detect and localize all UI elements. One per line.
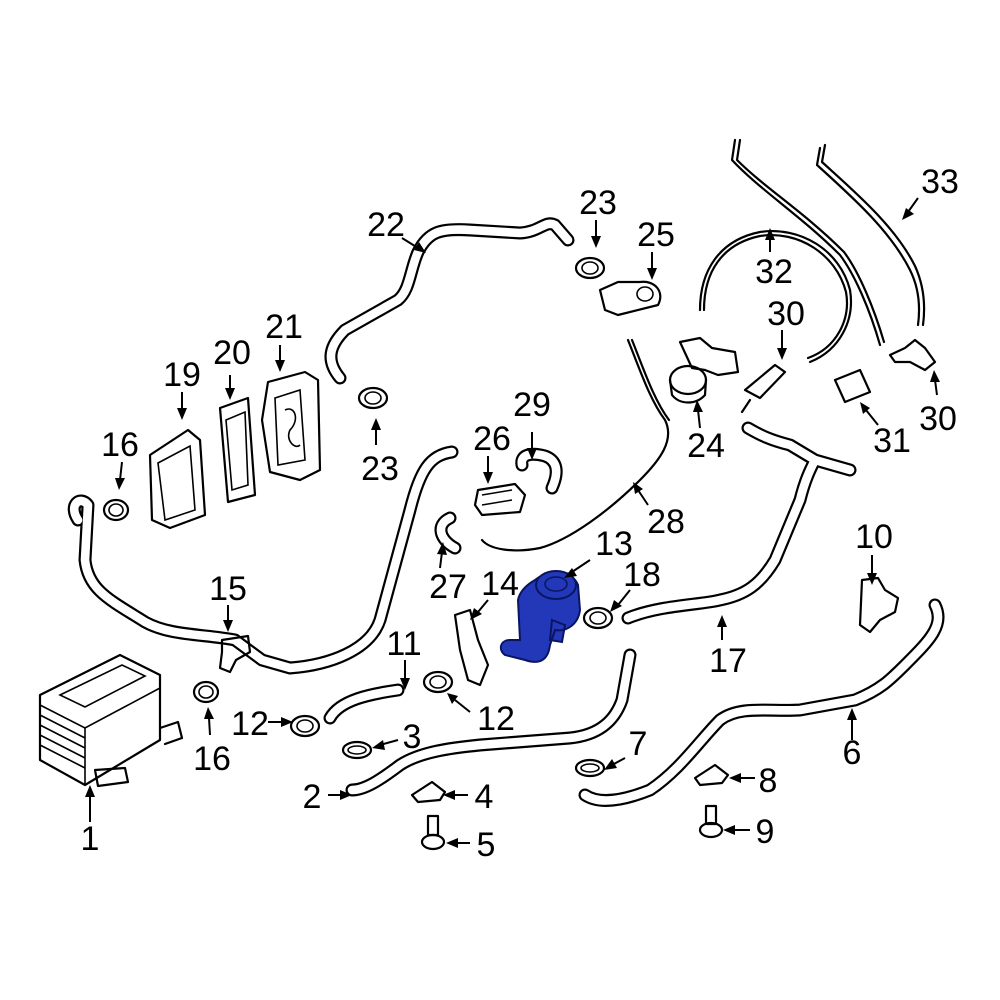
hose-15 <box>67 445 459 675</box>
clamp-23b <box>357 386 389 410</box>
callout-14: 14 <box>481 565 519 603</box>
seal-7 <box>574 758 606 778</box>
clamp-16b <box>192 680 220 704</box>
clip-4 <box>410 780 447 804</box>
gasket-20 <box>218 396 257 504</box>
callout-23a: 23 <box>579 184 617 222</box>
callout-11: 11 <box>386 625 421 663</box>
hoses <box>67 138 945 807</box>
callout-26: 26 <box>473 420 511 458</box>
callout-5: 5 <box>477 826 496 864</box>
callout-13: 13 <box>595 525 633 563</box>
tee-15 <box>218 634 252 674</box>
plate-19 <box>148 428 207 530</box>
hose-17 <box>621 421 857 625</box>
line-28 <box>480 338 670 552</box>
callout-15: 15 <box>209 570 247 608</box>
callout-10: 10 <box>855 518 893 556</box>
callout-12b: 12 <box>477 700 515 738</box>
valve-26 <box>473 482 527 517</box>
line-33 <box>730 138 882 347</box>
callout-4: 4 <box>475 778 494 816</box>
callout-30a: 30 <box>767 295 805 333</box>
callout-6: 6 <box>843 734 862 772</box>
bolt-9 <box>698 804 724 839</box>
callout-27: 27 <box>429 568 467 606</box>
clamp-12a <box>289 714 321 738</box>
sensor-31 <box>833 368 872 404</box>
clamp-16a <box>102 498 130 522</box>
seal-3 <box>341 740 373 760</box>
hose-7 <box>578 598 945 807</box>
connector-30b <box>888 338 937 372</box>
bolt-5 <box>420 814 446 851</box>
callout-29: 29 <box>513 386 551 424</box>
line-32 <box>698 230 853 364</box>
callout-20: 20 <box>213 334 251 372</box>
connector-30a <box>740 363 787 414</box>
bracket-10 <box>858 576 900 634</box>
callout-7: 7 <box>629 725 648 763</box>
callout-16a: 16 <box>101 426 139 464</box>
callout-31: 31 <box>873 422 911 460</box>
callout-16b: 16 <box>193 740 231 778</box>
hose-27 <box>434 511 462 555</box>
thermostat-housing-13[interactable] <box>499 570 582 663</box>
leader-arrows <box>85 197 940 848</box>
callout-labels: 1 2 3 4 5 6 7 8 9 10 11 12 12 13 14 15 1… <box>81 163 959 864</box>
hose-11 <box>323 683 405 725</box>
clip-8 <box>693 763 730 787</box>
callout-19: 19 <box>163 356 201 394</box>
callout-23b: 23 <box>361 450 399 488</box>
clamp-12b <box>422 670 454 694</box>
callout-3: 3 <box>403 718 422 756</box>
hose-2 <box>345 648 637 797</box>
bracket-14 <box>453 608 490 687</box>
callout-22: 22 <box>367 206 405 244</box>
valve-24 <box>668 336 740 404</box>
callout-28: 28 <box>647 503 685 541</box>
callout-1: 1 <box>81 820 100 858</box>
callout-9: 9 <box>756 813 775 851</box>
thermostat-cap <box>535 570 577 600</box>
clamp-23a <box>574 256 606 280</box>
hose-22 <box>324 217 575 385</box>
callout-25: 25 <box>637 216 675 254</box>
callout-33: 33 <box>921 163 959 201</box>
callout-17: 17 <box>709 642 747 680</box>
bracket-25 <box>598 280 662 317</box>
parts <box>38 256 937 851</box>
oil-cooler-1 <box>38 653 184 788</box>
callout-18: 18 <box>623 556 661 594</box>
callout-12a: 12 <box>231 705 269 743</box>
callout-30b: 30 <box>919 400 957 438</box>
callout-8: 8 <box>759 762 778 800</box>
housing-21 <box>260 370 322 482</box>
callout-32: 32 <box>755 253 793 291</box>
callout-21: 21 <box>265 308 303 346</box>
clamp-18 <box>582 606 614 630</box>
hose-29 <box>515 447 563 495</box>
callout-24: 24 <box>687 427 725 465</box>
callout-2: 2 <box>303 778 322 816</box>
